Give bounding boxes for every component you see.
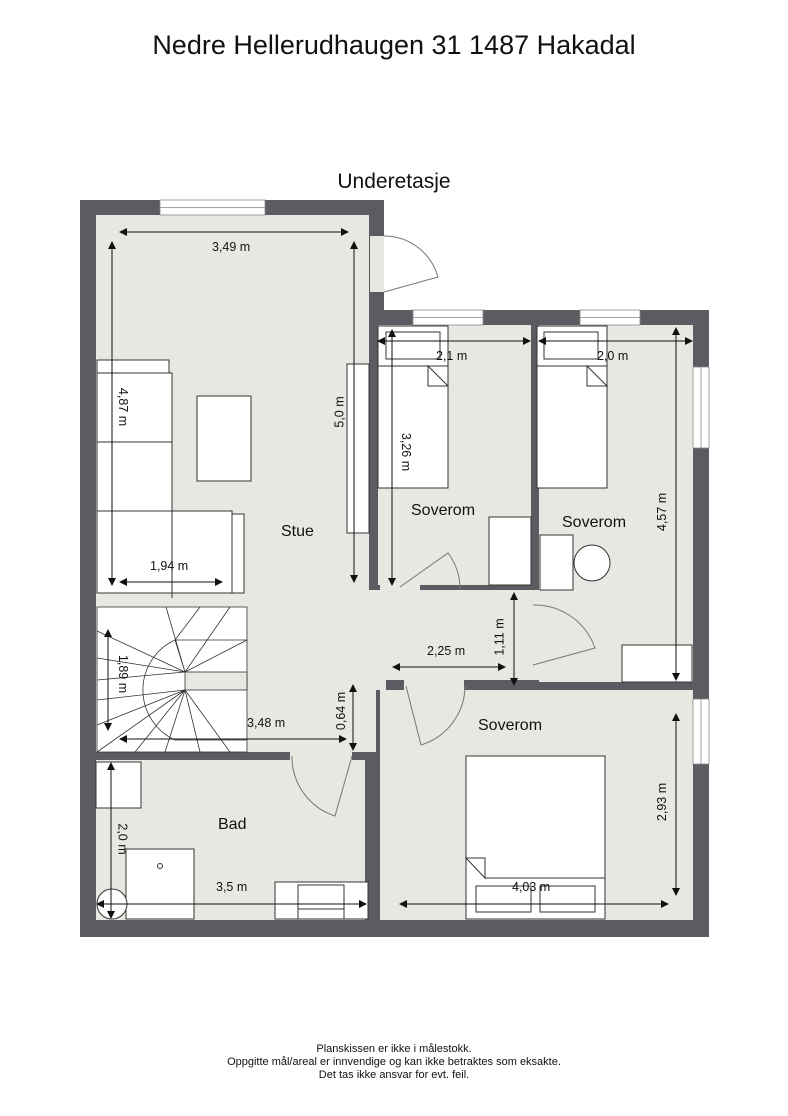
room-label-bad: Bad	[218, 816, 247, 833]
disclaimer-line-1: Planskissen er ikke i målestokk.	[316, 1043, 472, 1055]
dim-stair-height: 1,89 m	[116, 654, 131, 694]
dim-bed3-length: 2,93 m	[655, 782, 670, 822]
dim-corridor-width: 2,25 m	[427, 644, 466, 658]
dim-corridor-depth: 1,11 m	[492, 618, 507, 656]
doors	[290, 552, 596, 817]
windows	[159, 199, 710, 765]
dim-bed2-width: 2,0 m	[597, 349, 629, 363]
dimension-lines	[96, 228, 693, 919]
dim-stue-left-length: 4,87 m	[116, 387, 131, 427]
disclaimer: Planskissen er ikke i målestokk. Oppgitt…	[0, 1043, 788, 1082]
dim-bed2-length: 4,57 m	[655, 492, 670, 532]
room-label-soverom-2: Soverom	[562, 514, 627, 531]
page-title: Nedre Hellerudhaugen 31 1487 Hakadal	[152, 30, 636, 60]
dim-bed1-length: 3,26 m	[399, 432, 414, 472]
dim-bed1-width: 2,1 m	[436, 349, 468, 363]
dim-stue-sofa-width: 1,94 m	[150, 559, 189, 573]
dim-hall-gap: 0,64 m	[334, 691, 349, 731]
disclaimer-line-2: Oppgitte mål/areal er innvendige og kan …	[227, 1056, 561, 1068]
room-label-soverom-3: Soverom	[478, 717, 543, 734]
room-label-stue: Stue	[281, 523, 314, 540]
dim-bad-width: 3,5 m	[216, 880, 248, 894]
dim-bed3-width: 4,03 m	[512, 880, 551, 894]
disclaimer-line-3: Det tas ikke ansvar for evt. feil.	[318, 1069, 470, 1081]
dim-bad-length: 2,0 m	[115, 823, 130, 855]
dim-hall-width: 3,48 m	[247, 716, 286, 730]
room-label-soverom-1: Soverom	[411, 502, 476, 519]
staircase	[96, 606, 248, 753]
dim-stue-width: 3,49 m	[212, 240, 251, 254]
dim-stue-length: 5,0 m	[332, 396, 347, 428]
floor-name: Underetasje	[337, 170, 451, 193]
